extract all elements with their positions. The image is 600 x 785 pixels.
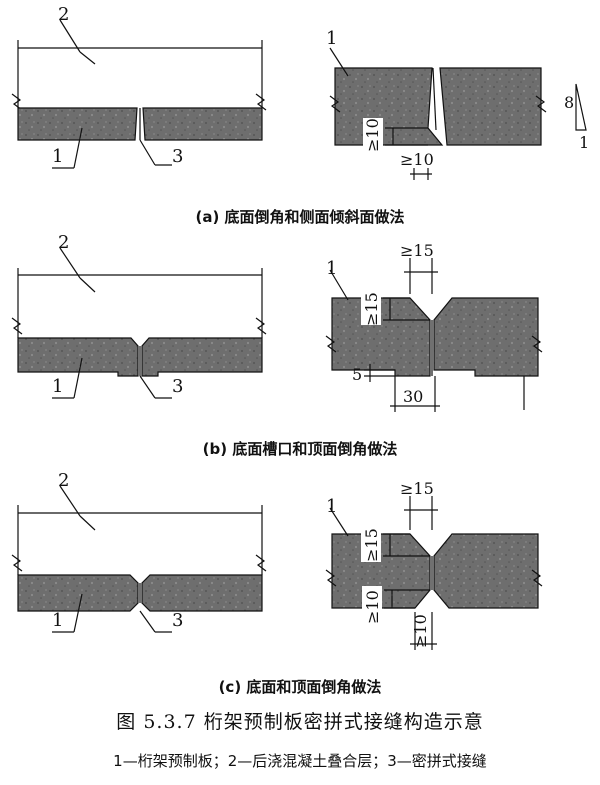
detail-width-dim: ≥10 (400, 150, 434, 169)
detail-label-slab: 1 (326, 496, 337, 517)
figure-title: 图 5.3.7 桁架预制板密拼式接缝构造示意 (116, 711, 484, 733)
slope-rise: 8 (564, 93, 574, 112)
label-topping: 2 (58, 470, 69, 491)
panel-c: 2 1 3 1 ≥15 ≥15 ≥10 ≥ (11, 470, 543, 650)
panel-a-caption: (a) 底面倒角和侧面倾斜面做法 (195, 208, 405, 226)
detail-label-slab: 1 (326, 28, 337, 49)
detail-slab-left (331, 297, 431, 377)
panel-b-detail (325, 258, 543, 412)
detail-top-depth-dim: ≥15 (362, 292, 381, 326)
slab-left (17, 574, 139, 612)
detail-bottom-depth-dim: ≥10 (363, 590, 382, 624)
label-topping: 2 (58, 232, 69, 253)
label-topping: 2 (58, 4, 69, 25)
detail-depth-dim: ≥10 (363, 118, 382, 152)
detail-slab-left (334, 67, 444, 146)
joint-details-figure: 2 1 3 1 ≥10 ≥10 8 1 (11, 4, 589, 650)
detail-label-slab: 1 (326, 258, 337, 279)
label-slab: 1 (52, 146, 63, 167)
panel-b-overview (11, 247, 267, 399)
panel-c-caption: (c) 底面和顶面倒角做法 (218, 678, 382, 696)
label-joint: 3 (172, 610, 183, 631)
detail-top-depth-dim: ≥15 (362, 528, 381, 562)
detail-top-width-dim: ≥15 (400, 241, 434, 260)
slope-run: 1 (579, 133, 589, 152)
slab-left (17, 107, 138, 141)
slab-right (142, 107, 263, 141)
detail-bottom-width-dim: ≥10 (411, 614, 430, 648)
panel-c-overview (11, 485, 267, 633)
label-joint: 3 (172, 146, 183, 167)
panel-a: 2 1 3 1 ≥10 ≥10 8 1 (11, 4, 589, 180)
slab-right (141, 337, 263, 377)
detail-top-width-dim: ≥15 (400, 479, 434, 498)
label-joint: 3 (172, 376, 183, 397)
slope-symbol (575, 83, 587, 131)
panel-a-detail (329, 47, 547, 180)
slab-left (17, 337, 139, 377)
panel-b-caption: (b) 底面槽口和顶面倒角做法 (202, 440, 398, 458)
detail-slab-right (433, 533, 539, 609)
panel-b: 2 1 3 1 ≥15 ≥15 5 30 (11, 232, 543, 412)
label-slab: 1 (52, 376, 63, 397)
detail-slab-right (439, 67, 542, 146)
slab-right (141, 574, 263, 612)
panel-a-overview (11, 19, 267, 169)
detail-slab-right (433, 297, 539, 377)
figure-legend: 1—桁架预制板；2—后浇混凝土叠合层；3—密拼式接缝 (113, 752, 487, 770)
panel-c-detail (325, 496, 543, 650)
detail-groove-width-dim: 30 (403, 387, 423, 406)
label-slab: 1 (52, 610, 63, 631)
detail-groove-depth-dim: 5 (352, 365, 362, 384)
